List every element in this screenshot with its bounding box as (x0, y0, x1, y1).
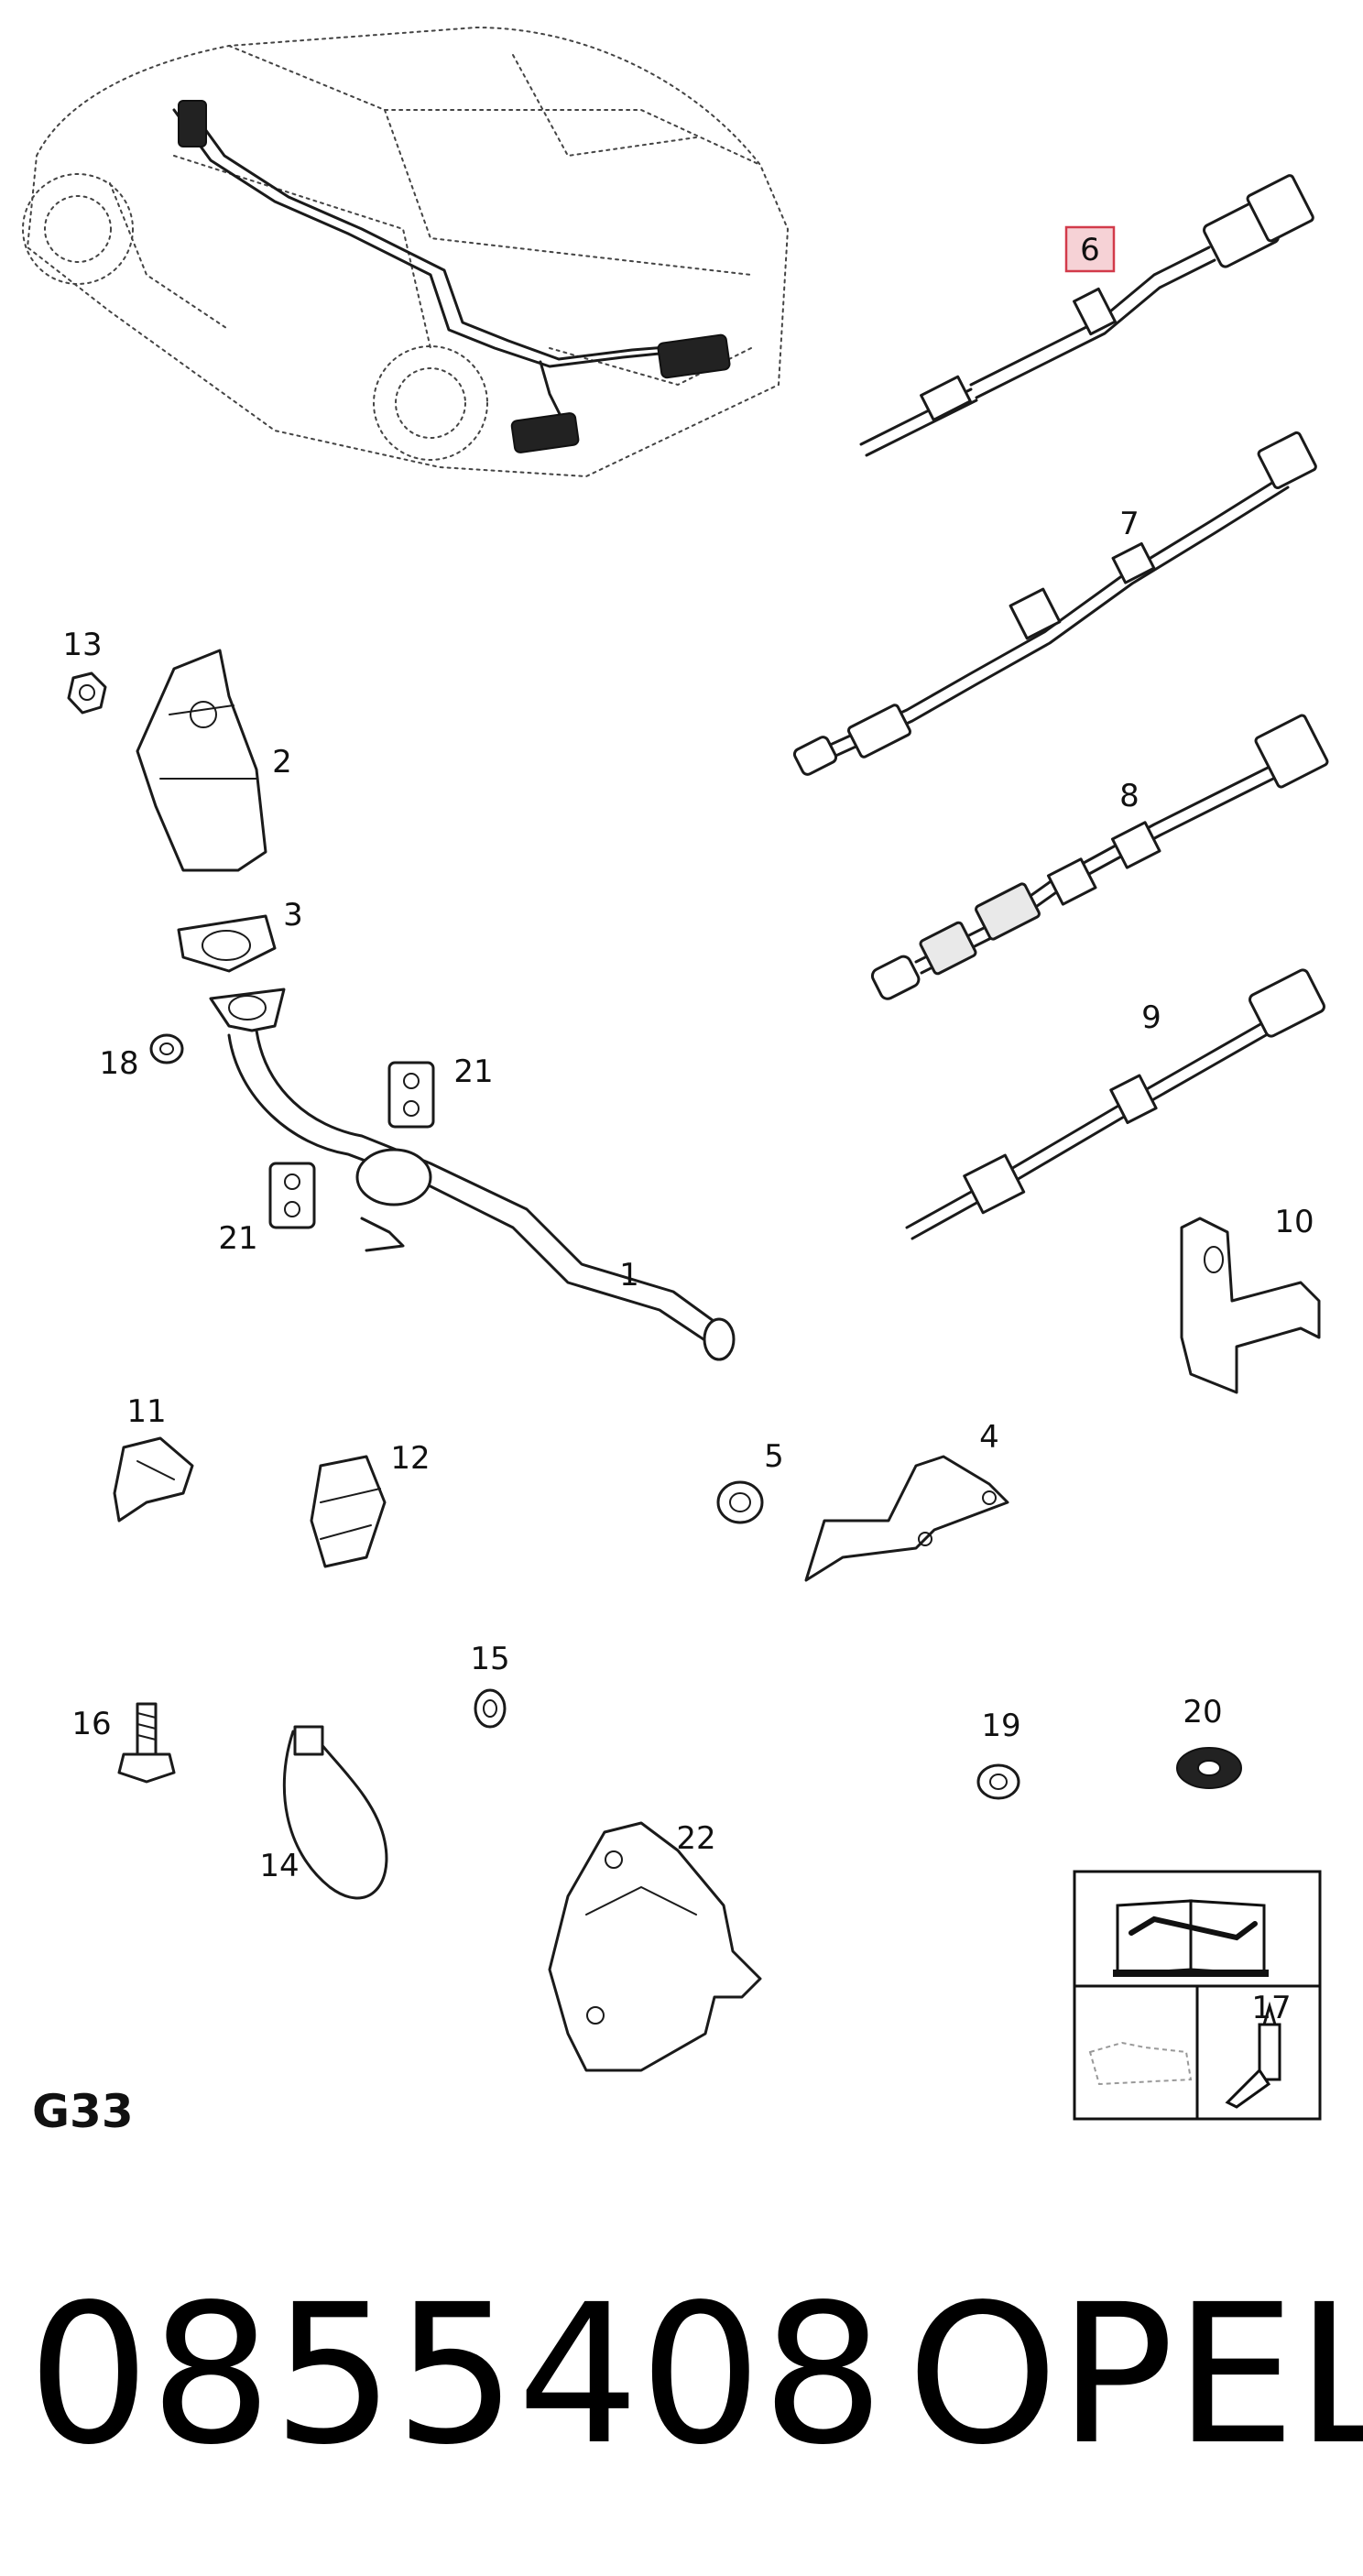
callout-5[interactable]: 5 (764, 1438, 784, 1475)
oxygen-sensor-8[interactable] (870, 714, 1329, 1001)
rubber-mount-21-upper[interactable] (387, 1061, 435, 1129)
callout-16[interactable]: 16 (71, 1706, 111, 1742)
clip-11[interactable] (113, 1436, 194, 1523)
callout-10[interactable]: 10 (1274, 1204, 1314, 1240)
callout-17[interactable]: 17 (1251, 1990, 1291, 2026)
callout-11[interactable]: 11 (126, 1393, 166, 1430)
brand-name: OPEL (907, 2263, 1363, 2487)
callout-7[interactable]: 7 (1119, 506, 1139, 542)
callout-21-upper[interactable]: 21 (453, 1053, 493, 1090)
nut-13[interactable] (67, 671, 107, 715)
sealant-tube-icon (1225, 2001, 1281, 2109)
gasket-3[interactable] (177, 914, 277, 973)
sensor-bracket-10[interactable] (1180, 1217, 1321, 1394)
callout-20[interactable]: 20 (1183, 1694, 1222, 1730)
front-exhaust-pipe-1[interactable] (209, 988, 736, 1361)
nut-18[interactable] (149, 1033, 184, 1064)
cable-tie-14[interactable] (282, 1725, 388, 1900)
callout-2[interactable]: 2 (272, 744, 292, 780)
callout-19[interactable]: 19 (981, 1708, 1020, 1744)
washer-20[interactable] (1176, 1747, 1242, 1789)
exhaust-temperature-sensor-6[interactable] (859, 174, 1314, 457)
bracket-4[interactable] (804, 1455, 1009, 1582)
callout-12[interactable]: 12 (390, 1440, 430, 1477)
nut-19[interactable] (976, 1763, 1020, 1800)
callout-14[interactable]: 14 (259, 1848, 299, 1884)
callout-18[interactable]: 18 (99, 1045, 138, 1082)
callout-22[interactable]: 22 (676, 1820, 715, 1857)
highlight-box-6 (1064, 225, 1116, 273)
nut-15[interactable] (474, 1688, 507, 1729)
callout-15[interactable]: 15 (470, 1641, 509, 1677)
oil-can-icon (1088, 2041, 1193, 2086)
callout-21-lower[interactable]: 21 (218, 1220, 257, 1257)
vehicle-overview-illustration (22, 26, 790, 478)
oxygen-sensor-7[interactable] (792, 431, 1317, 776)
exhaust-temperature-sensor-9[interactable] (905, 968, 1326, 1240)
bolt-16[interactable] (117, 1702, 176, 1784)
rubber-mount-21-lower[interactable] (268, 1162, 316, 1229)
callout-13[interactable]: 13 (62, 627, 102, 663)
callout-8[interactable]: 8 (1119, 778, 1139, 814)
callout-1[interactable]: 1 (619, 1257, 639, 1293)
repair-info-panel (1073, 1870, 1322, 2121)
callout-4[interactable]: 4 (979, 1419, 999, 1456)
nut-5[interactable] (716, 1480, 764, 1524)
callout-9[interactable]: 9 (1141, 999, 1161, 1036)
clip-12[interactable] (310, 1455, 387, 1568)
heat-shield-22[interactable] (548, 1821, 762, 2072)
repair-manual-icon (1113, 1899, 1269, 1977)
catalytic-converter-2[interactable] (136, 649, 267, 872)
group-code: G33 (32, 2085, 134, 2138)
part-number: 0855408 (27, 2263, 884, 2487)
callout-6[interactable]: 6 (1080, 232, 1100, 268)
callout-3[interactable]: 3 (283, 897, 303, 933)
